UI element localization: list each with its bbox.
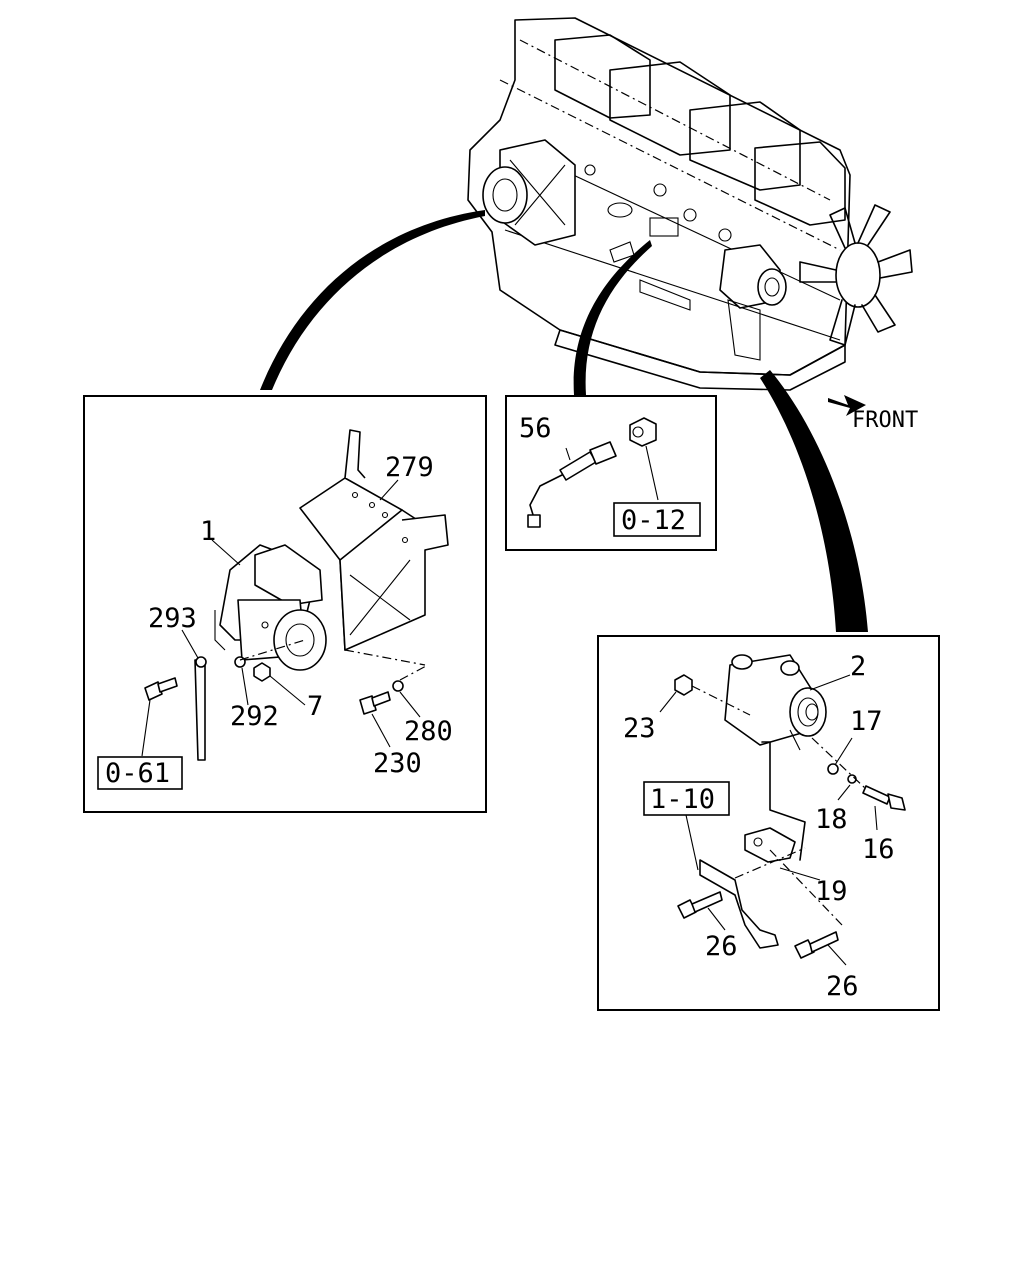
alternator-bracket [699, 741, 843, 949]
label-230: 230 [373, 748, 422, 779]
alternator [724, 654, 827, 751]
label-26-left: 26 [705, 931, 738, 962]
bolt-16 [862, 785, 906, 811]
ref-box-0-61[interactable] [97, 756, 183, 790]
label-56: 56 [519, 413, 552, 444]
alternator-panel: 2 23 17 18 16 19 26 26 1-10 [597, 635, 940, 1011]
starter-panel: 1 279 293 292 7 280 230 0-61 [83, 395, 487, 813]
label-7: 7 [307, 691, 323, 722]
cooling-fan [799, 204, 913, 346]
label-279: 279 [385, 452, 434, 483]
label-280: 280 [404, 716, 453, 747]
ref-label-0-12[interactable]: 0-12 [621, 505, 686, 536]
starter-leader-lines [141, 479, 421, 757]
adapter-fitting [629, 417, 659, 501]
label-2: 2 [850, 651, 866, 682]
starter-bracket [299, 429, 449, 651]
nut-23 [674, 674, 693, 696]
alternator-fasteners [674, 674, 906, 811]
washer-280 [392, 680, 404, 692]
label-23: 23 [623, 713, 656, 744]
label-18: 18 [815, 804, 848, 835]
front-label: FRONT [852, 408, 918, 433]
alternator-leader-lines [659, 674, 878, 966]
alternator-panel-frame [597, 635, 940, 1011]
engine-block-illustration [467, 17, 913, 391]
nut-7 [253, 662, 271, 682]
ref-label-1-10[interactable]: 1-10 [650, 784, 715, 815]
starter-panel-frame [83, 395, 487, 813]
bolt-26-left [677, 891, 723, 919]
bolt-0-61 [144, 677, 178, 701]
callout-curves [260, 210, 868, 632]
label-26-right: 26 [826, 971, 859, 1002]
label-17: 17 [850, 706, 883, 737]
label-19: 19 [815, 876, 848, 907]
ref-box-0-12[interactable] [613, 502, 701, 537]
label-16: 16 [862, 834, 895, 865]
washer-17 [827, 763, 839, 775]
label-292: 292 [230, 701, 279, 732]
bolt-26-right [794, 931, 839, 959]
temperature-sensor [527, 441, 617, 528]
label-293: 293 [148, 603, 197, 634]
sensor-panel: 56 0-12 [505, 395, 717, 551]
ref-label-0-61[interactable]: 0-61 [105, 758, 170, 789]
bolt-230 [359, 691, 391, 715]
starter-motor [214, 544, 327, 671]
label-1: 1 [200, 516, 216, 547]
front-direction-indicator: FRONT [828, 395, 918, 433]
ref-box-1-10[interactable] [643, 781, 730, 816]
sensor-panel-frame [505, 395, 717, 551]
